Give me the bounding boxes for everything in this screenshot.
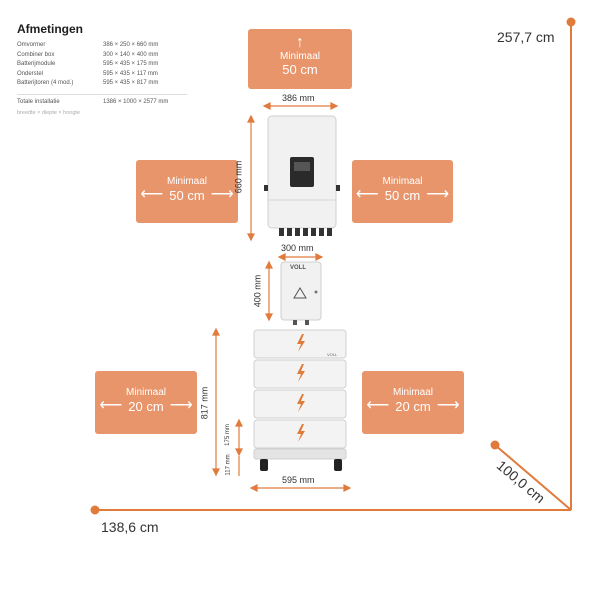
clearance-value: 50 cm [384, 187, 421, 203]
arrow-right-icon: ⟶ [426, 186, 450, 203]
combiner-box [280, 261, 322, 325]
room-height-label: 257,7 cm [497, 29, 555, 45]
clearance-top: ↑ Minimaal 50 cm [248, 29, 352, 89]
spec-label: Batterijmodule [17, 61, 56, 67]
clearance-inverter-right: Minimaal ⟵ 50 cm ⟶ [352, 160, 453, 223]
spec-label: Onderstel [17, 70, 44, 77]
module-height-label: 175 mm [224, 424, 231, 446]
spec-label: Combiner box [17, 51, 55, 58]
clearance-label: Minimaal [392, 387, 433, 398]
clearance-label: Minimaal [125, 387, 166, 398]
spec-row: Combiner box 300 × 140 × 400 mm [17, 52, 217, 62]
spec-value: 595 × 435 × 175 mm [103, 61, 159, 67]
spec-total-value: 1386 × 1000 × 2577 mm [103, 98, 169, 105]
inverter-height-label: 660 mm [233, 160, 244, 194]
clearance-value: 20 cm [128, 398, 164, 414]
spec-value: 386 × 250 × 660 mm [103, 42, 159, 48]
spec-value: 595 × 435 × 117 mm [103, 70, 158, 77]
combiner-height-label: 400 mm [252, 274, 263, 308]
spec-title: Afmetingen [17, 22, 83, 36]
clearance-label: Minimaal [166, 176, 207, 187]
spec-panel: Afmetingen Omvormer 386 × 250 × 660 mm Co… [17, 22, 217, 116]
battery-base [253, 448, 347, 460]
spec-value: 300 × 140 × 400 mm [103, 51, 159, 58]
arrow-up-icon: ↑ [296, 34, 304, 51]
clearance-label: Minimaal [279, 51, 320, 62]
inverter-display [290, 157, 314, 187]
clearance-battery-left: Minimaal ⟵ 20 cm ⟶ [95, 371, 197, 434]
room-corner-dot [490, 440, 500, 450]
inverter-width-label: 386 mm [282, 93, 315, 103]
clearance-value: 20 cm [395, 398, 431, 414]
room-corner-dot [90, 505, 100, 515]
spec-note: breedte × diepte × hoogte [17, 110, 80, 116]
arrow-right-icon: ⟶ [169, 397, 193, 414]
clearance-label: Minimaal [382, 176, 423, 187]
spec-total-row: Totale installatie 1386 × 1000 × 2577 mm [17, 99, 217, 109]
battery-tower [253, 329, 347, 471]
arrow-left-icon: ⟵ [140, 186, 164, 203]
arrow-left-icon: ⟵ [366, 397, 390, 414]
spec-row: Batterijtoren (4 mod.) 595 × 435 × 817 mm [17, 80, 217, 90]
tower-height-label: 817 mm [199, 386, 210, 420]
spec-divider [17, 93, 187, 95]
spec-total-label: Totale installatie [17, 98, 60, 105]
spec-row: Batterijmodule 595 × 435 × 175 mm [17, 61, 217, 71]
arrow-right-icon: ⟶ [210, 186, 234, 203]
clearance-value: 50 cm [169, 187, 205, 203]
spec-label: Batterijtoren (4 mod.) [17, 80, 74, 86]
clearance-value: 50 cm [282, 62, 318, 77]
room-width-label: 138,6 cm [101, 519, 159, 535]
module-brand: VOLL [327, 352, 338, 357]
combiner-width-label: 300 mm [281, 243, 314, 253]
arrow-left-icon: ⟵ [355, 186, 379, 203]
combiner-brand: VOLL [290, 265, 306, 271]
spec-row: Omvormer 386 × 250 × 660 mm [17, 42, 217, 52]
arrow-right-icon: ⟶ [436, 397, 460, 414]
room-depth-line [494, 444, 572, 511]
clearance-inverter-left: Minimaal ⟵ 50 cm ⟶ [136, 160, 238, 223]
clearance-battery-right: Minimaal ⟵ 20 cm ⟶ [362, 371, 464, 434]
tower-width-label: 595 mm [282, 475, 315, 485]
spec-row: Onderstel 595 × 435 × 117 mm [17, 71, 217, 81]
warning-icon [293, 287, 307, 299]
inverter [264, 115, 340, 236]
arrow-left-icon: ⟵ [99, 397, 123, 414]
room-corner-dot [566, 17, 576, 27]
spec-value: 595 × 435 × 817 mm [103, 80, 159, 86]
spec-label: Omvormer [17, 42, 46, 48]
base-height-label: 117 mm [225, 454, 232, 476]
